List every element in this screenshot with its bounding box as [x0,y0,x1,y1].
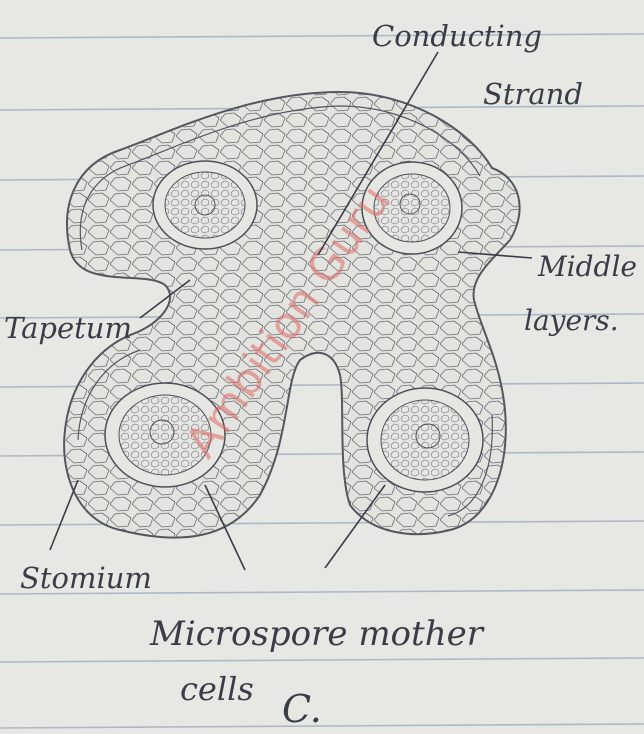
label-tapetum: Tapetum [4,311,132,345]
pollen-sac-upper-left [153,161,257,249]
label-microspore-mother: Microspore mother [149,614,485,654]
label-conducting: Conducting [372,19,542,53]
label-cells: cells [180,670,254,708]
figure-letter: C. [282,687,322,731]
label-middle: Middle [537,250,637,283]
pollen-sac-lower-right [367,388,483,492]
label-strand: Strand [483,77,583,111]
label-layers: layers. [524,304,619,337]
label-stomium: Stomium [20,561,152,595]
